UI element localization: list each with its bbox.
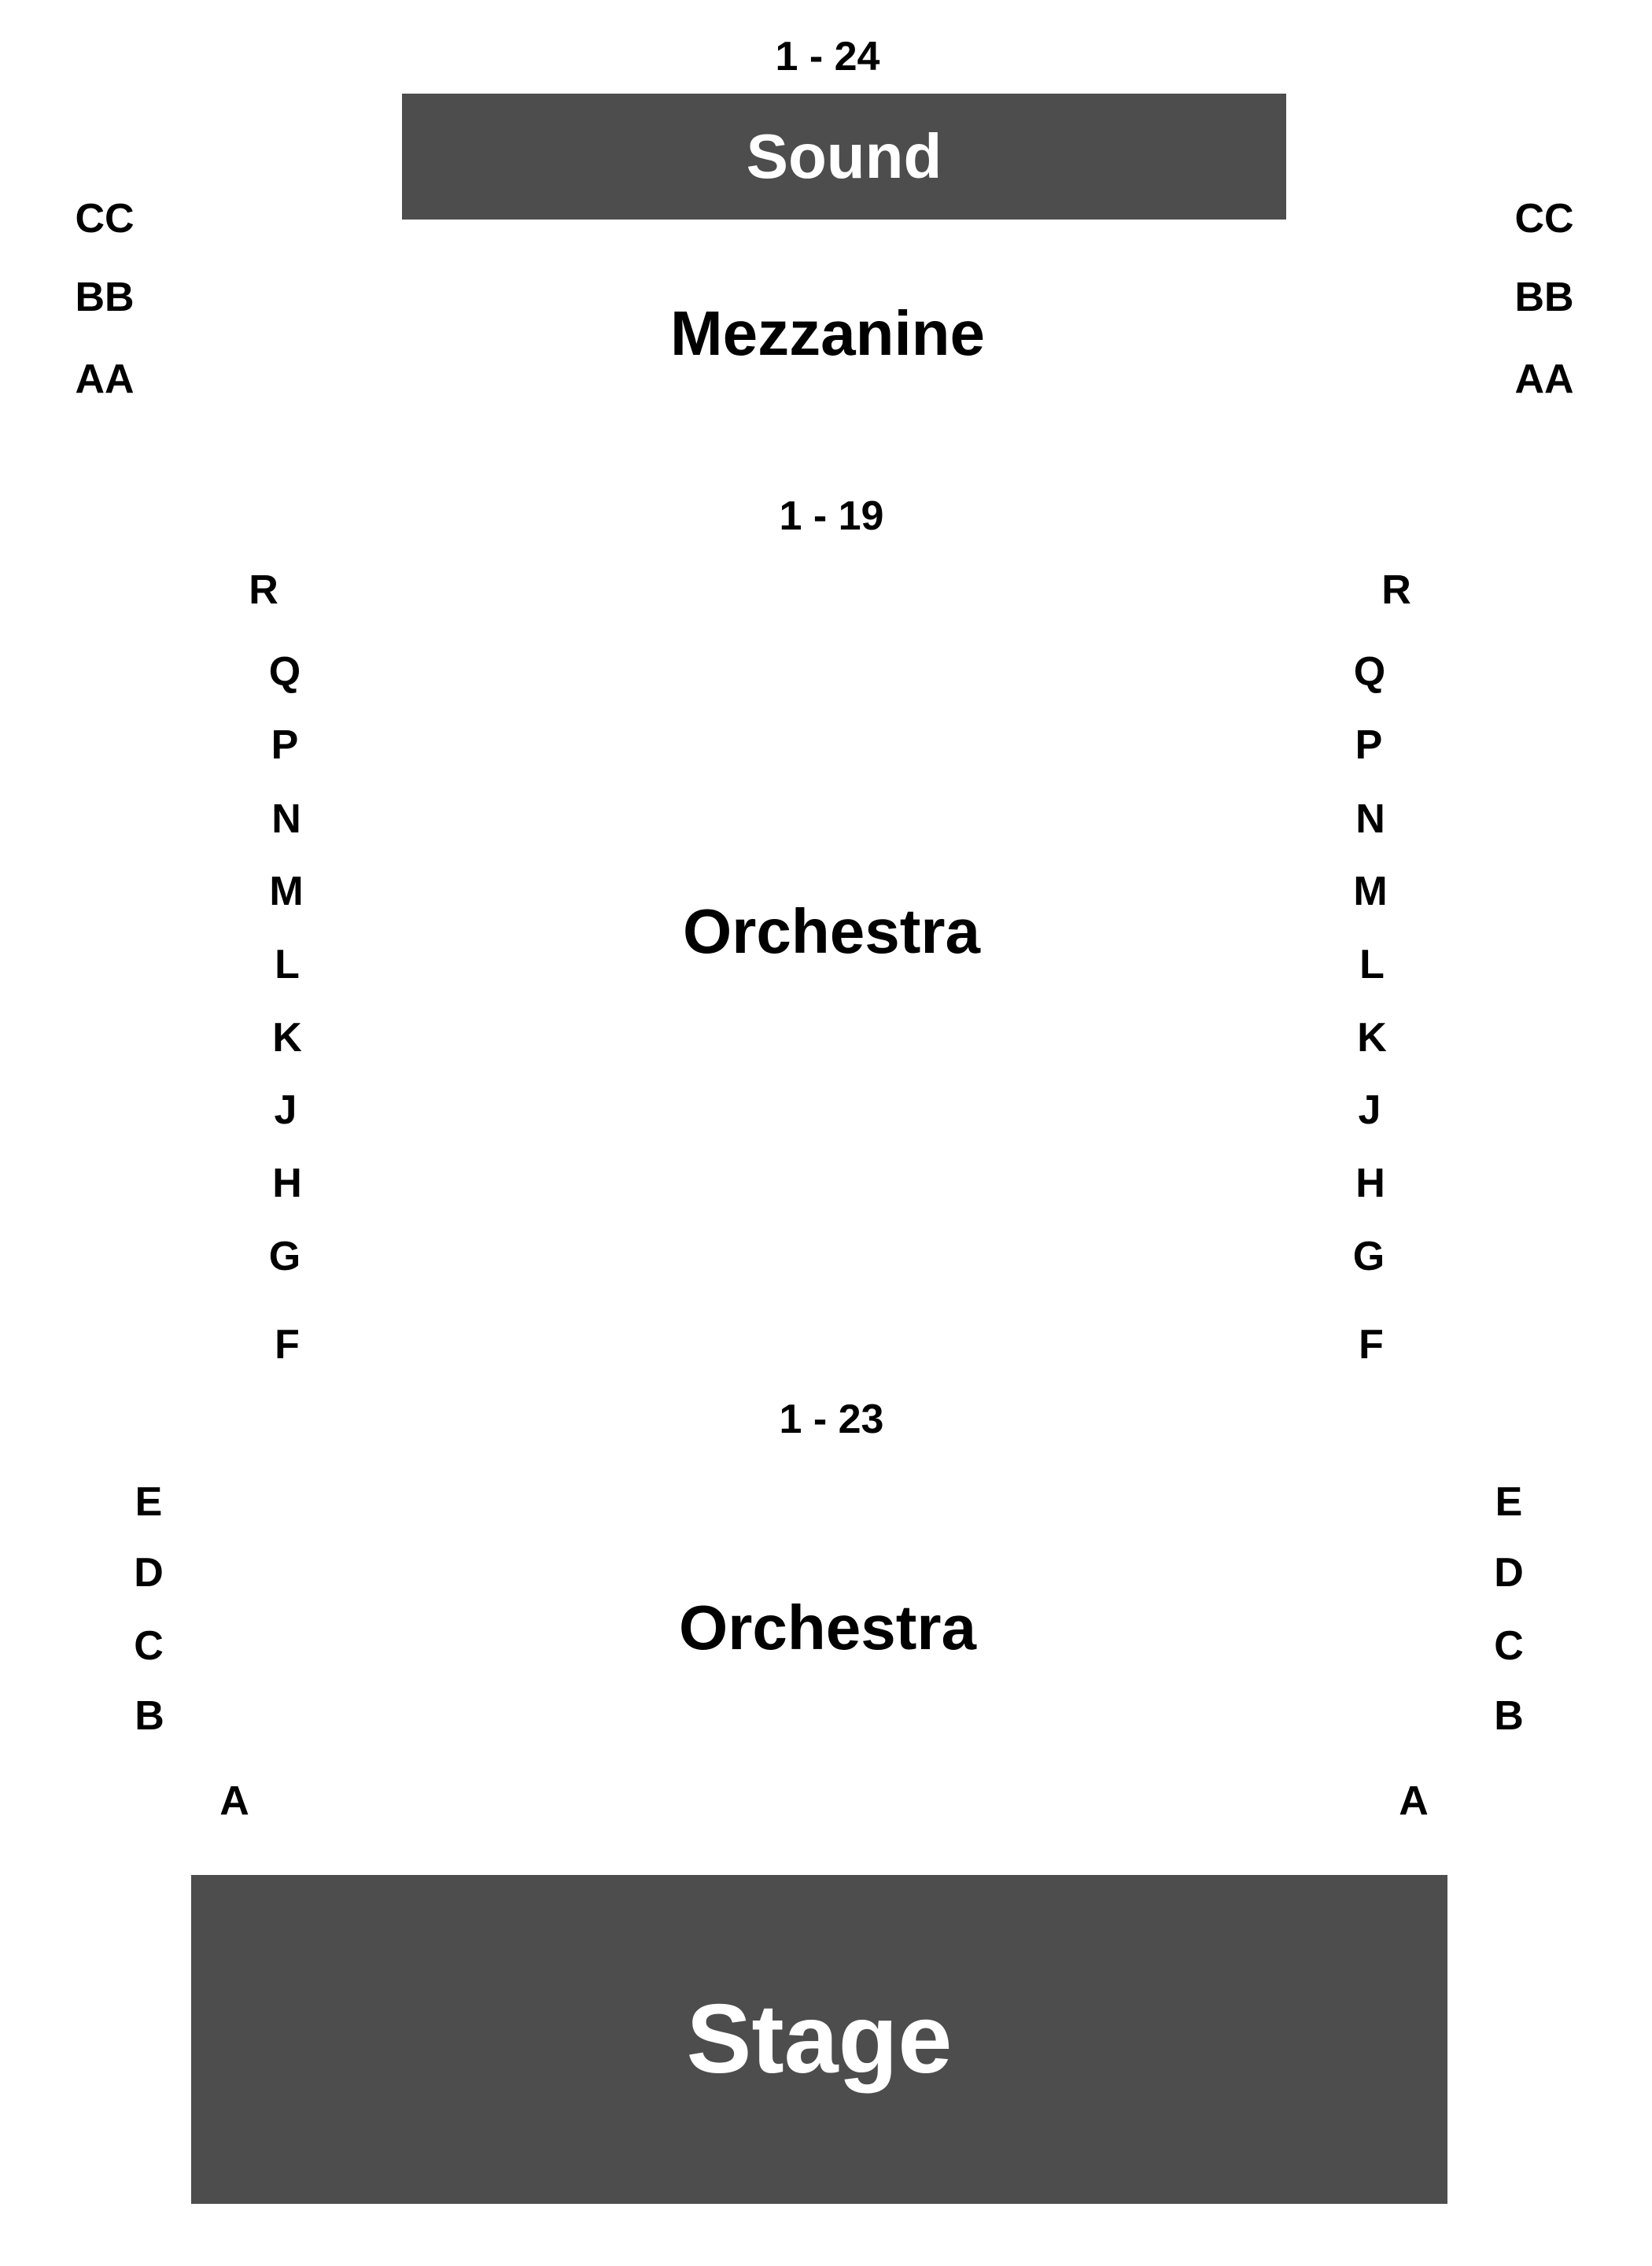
sound-booth: Sound xyxy=(402,94,1286,220)
row-label-right: C xyxy=(1494,1623,1524,1669)
row-label-right: R xyxy=(1381,567,1411,613)
row-label-left: F xyxy=(275,1322,300,1367)
front-orchestra-seat-range: 1 - 23 xyxy=(779,1397,884,1442)
row-label-left: P xyxy=(271,722,299,768)
row-label-left: E xyxy=(135,1479,163,1525)
row-label-left: J xyxy=(274,1087,297,1133)
row-label-right: J xyxy=(1358,1087,1381,1133)
row-label-right: P xyxy=(1355,722,1383,768)
row-label-right: D xyxy=(1494,1550,1524,1596)
row-label-right: L xyxy=(1359,942,1385,987)
row-label-left: N xyxy=(271,796,301,842)
row-label-right: N xyxy=(1355,796,1385,842)
stage-label: Stage xyxy=(686,1985,953,2094)
rear-orchestra-section-label: Orchestra xyxy=(683,896,980,966)
row-label-right: K xyxy=(1357,1015,1387,1061)
row-label-left: L xyxy=(275,942,300,987)
row-label-left: R xyxy=(249,567,278,613)
row-label-left: H xyxy=(272,1161,302,1206)
mezzanine-section-label: Mezzanine xyxy=(669,298,986,368)
row-label-left: CC xyxy=(75,196,135,242)
mezzanine-seat-range: 1 - 24 xyxy=(775,34,880,79)
row-label-left: G xyxy=(268,1234,301,1279)
row-label-right: BB xyxy=(1514,275,1574,320)
row-label-left: M xyxy=(269,869,304,914)
row-label-right: B xyxy=(1494,1693,1524,1739)
row-label-right: A xyxy=(1399,1778,1429,1824)
row-label-right: M xyxy=(1353,869,1388,914)
stage: Stage xyxy=(191,1875,1447,2204)
row-label-left: Q xyxy=(268,649,301,695)
row-label-right: AA xyxy=(1514,356,1574,402)
row-label-left: K xyxy=(272,1015,302,1061)
row-label-left: BB xyxy=(75,275,135,320)
row-label-right: E xyxy=(1495,1479,1523,1525)
row-label-right: Q xyxy=(1353,649,1386,695)
row-label-right: G xyxy=(1352,1234,1385,1279)
row-label-right: F xyxy=(1359,1322,1384,1367)
row-label-left: A xyxy=(219,1778,249,1824)
row-label-left: D xyxy=(134,1550,164,1596)
row-label-right: H xyxy=(1355,1161,1385,1206)
rear-orchestra-seat-range: 1 - 19 xyxy=(779,493,884,539)
row-label-left: AA xyxy=(75,356,135,402)
front-orchestra-section-label: Orchestra xyxy=(679,1592,976,1663)
row-label-right: CC xyxy=(1514,196,1574,242)
row-label-left: B xyxy=(135,1693,164,1739)
row-label-left: C xyxy=(134,1623,164,1669)
sound-label: Sound xyxy=(746,121,942,191)
